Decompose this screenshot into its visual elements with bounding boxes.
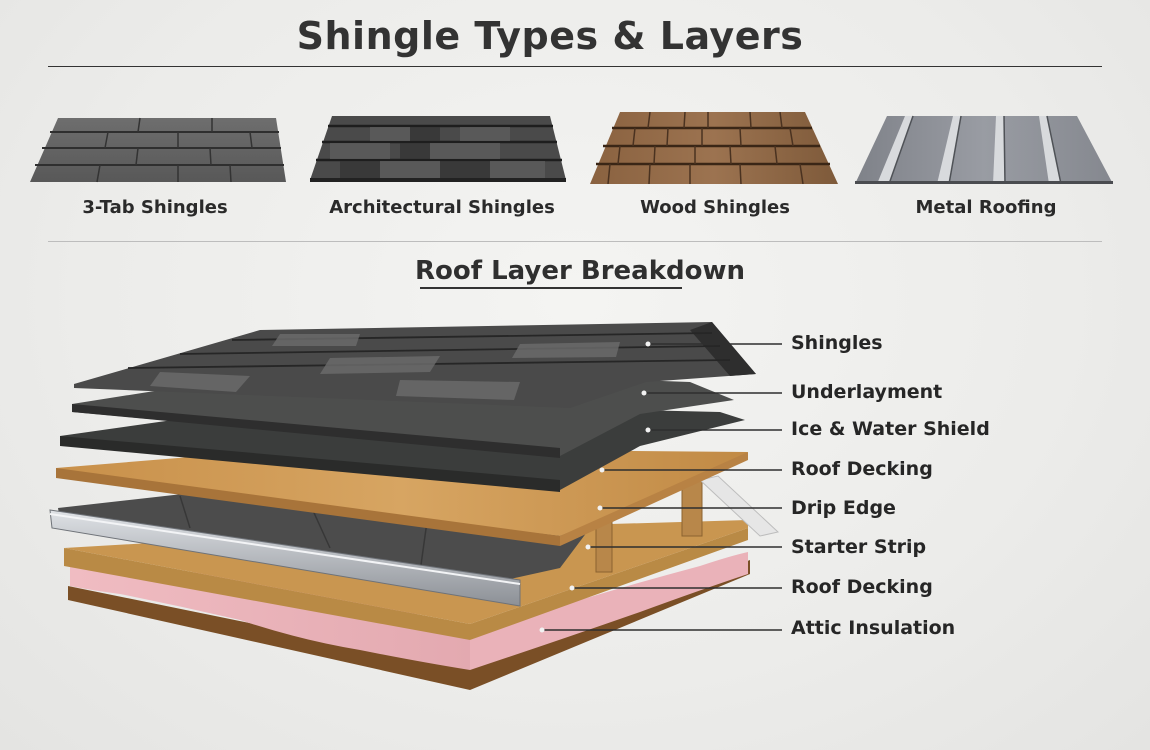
architectural-shingle-swatch <box>310 116 566 182</box>
attic-insulation-layer <box>70 552 748 670</box>
layer-label-ice-water-shield: Ice & Water Shield <box>791 418 990 440</box>
layer-label-starter-strip: Starter Strip <box>791 536 927 558</box>
section-divider <box>48 241 1102 242</box>
leader-lines <box>542 343 782 631</box>
type-label-metal: Metal Roofing <box>915 197 1057 218</box>
section-title-underline <box>420 287 682 289</box>
top-shingles-layer <box>74 322 756 408</box>
wood-shingle-swatch <box>590 112 838 184</box>
bottom-board <box>68 560 750 690</box>
layer-label-shingles: Shingles <box>791 332 883 354</box>
type-label-3-tab: 3-Tab Shingles <box>82 197 228 218</box>
type-label-wood: Wood Shingles <box>640 197 790 218</box>
section-title: Roof Layer Breakdown <box>415 256 745 286</box>
three-tab-shingle-swatch <box>30 117 286 183</box>
rafters <box>595 475 780 573</box>
title-divider <box>48 66 1102 67</box>
leader-dots <box>539 341 651 633</box>
metal-roofing-swatch <box>855 115 1113 184</box>
page-title: Shingle Types & Layers <box>296 14 804 58</box>
drip-edge-layer <box>49 509 521 607</box>
layer-label-underlayment: Underlayment <box>791 381 943 403</box>
layer-label-drip-edge: Drip Edge <box>791 497 896 519</box>
layer-label-attic-insulation: Attic Insulation <box>791 617 956 639</box>
type-label-architectural: Architectural Shingles <box>329 197 555 218</box>
layer-label-roof-decking-lower: Roof Decking <box>791 576 933 598</box>
layer-label-roof-decking-upper: Roof Decking <box>791 458 933 480</box>
